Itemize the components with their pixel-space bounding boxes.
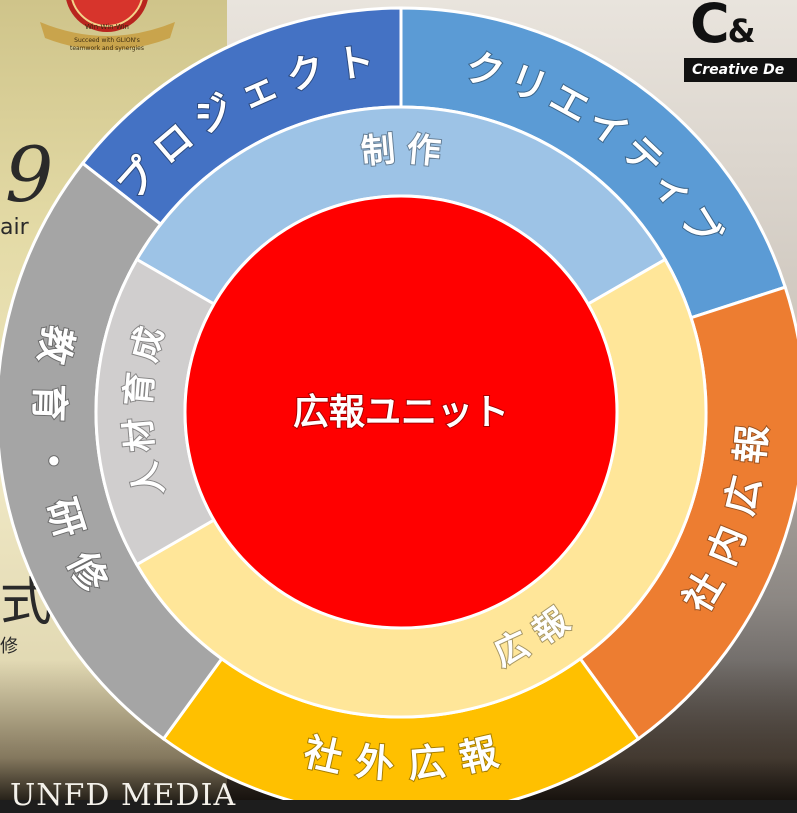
- outer-segment-creative-label-char: ク: [461, 44, 508, 96]
- background-fragment-shu: 修: [0, 636, 18, 657]
- outer-segment-external-pr-label: 社外広報: [299, 729, 503, 788]
- outer-segment-education-label-char: 教: [30, 322, 80, 368]
- center-label: 広報ユニット: [293, 392, 509, 433]
- center-circle: [183, 194, 619, 630]
- emblem-motto-1: Succeed with GLION's: [74, 37, 140, 44]
- inner-segment-production-label: 制作: [358, 129, 443, 174]
- brand-letter: C: [690, 0, 730, 55]
- emblem-motto-2: teamwork and synergies: [70, 45, 144, 52]
- outer-segment-project-label-char: ト: [333, 39, 376, 88]
- inner-segment-production-label-char: 作: [405, 130, 442, 173]
- outer-segment-external-pr-label-char: 広: [407, 740, 448, 787]
- emblem-banner-text: Win-Win-Win: [85, 23, 129, 31]
- background-numeral: 9: [5, 130, 54, 219]
- brand-tagline: Creative De: [684, 58, 797, 82]
- inner-segment-hr-development-label-char: 材: [119, 416, 162, 453]
- outer-segment-external-pr-label-char: 外: [354, 740, 395, 787]
- inner-segment-production-label-char: 制: [359, 130, 396, 173]
- outer-segment-external-pr-label-char: 報: [455, 730, 502, 781]
- emblem-logo: Win-Win-Win Succeed with GLION's teamwor…: [40, 0, 175, 52]
- inner-ring: [94, 105, 708, 719]
- background-fragment-air: air: [0, 215, 29, 240]
- outer-segment-education-label-char: 育: [27, 383, 72, 422]
- brand-amp: &: [727, 12, 756, 50]
- outer-segment-internal-pr-label-char: 報: [728, 423, 775, 465]
- brand-logo-letters: C&: [690, 0, 756, 55]
- inner-segment-hr-development-label-char: 育: [119, 370, 162, 407]
- center-group: 広報ユニット: [183, 194, 619, 630]
- outer-segment-education-label-char: ・: [28, 439, 77, 483]
